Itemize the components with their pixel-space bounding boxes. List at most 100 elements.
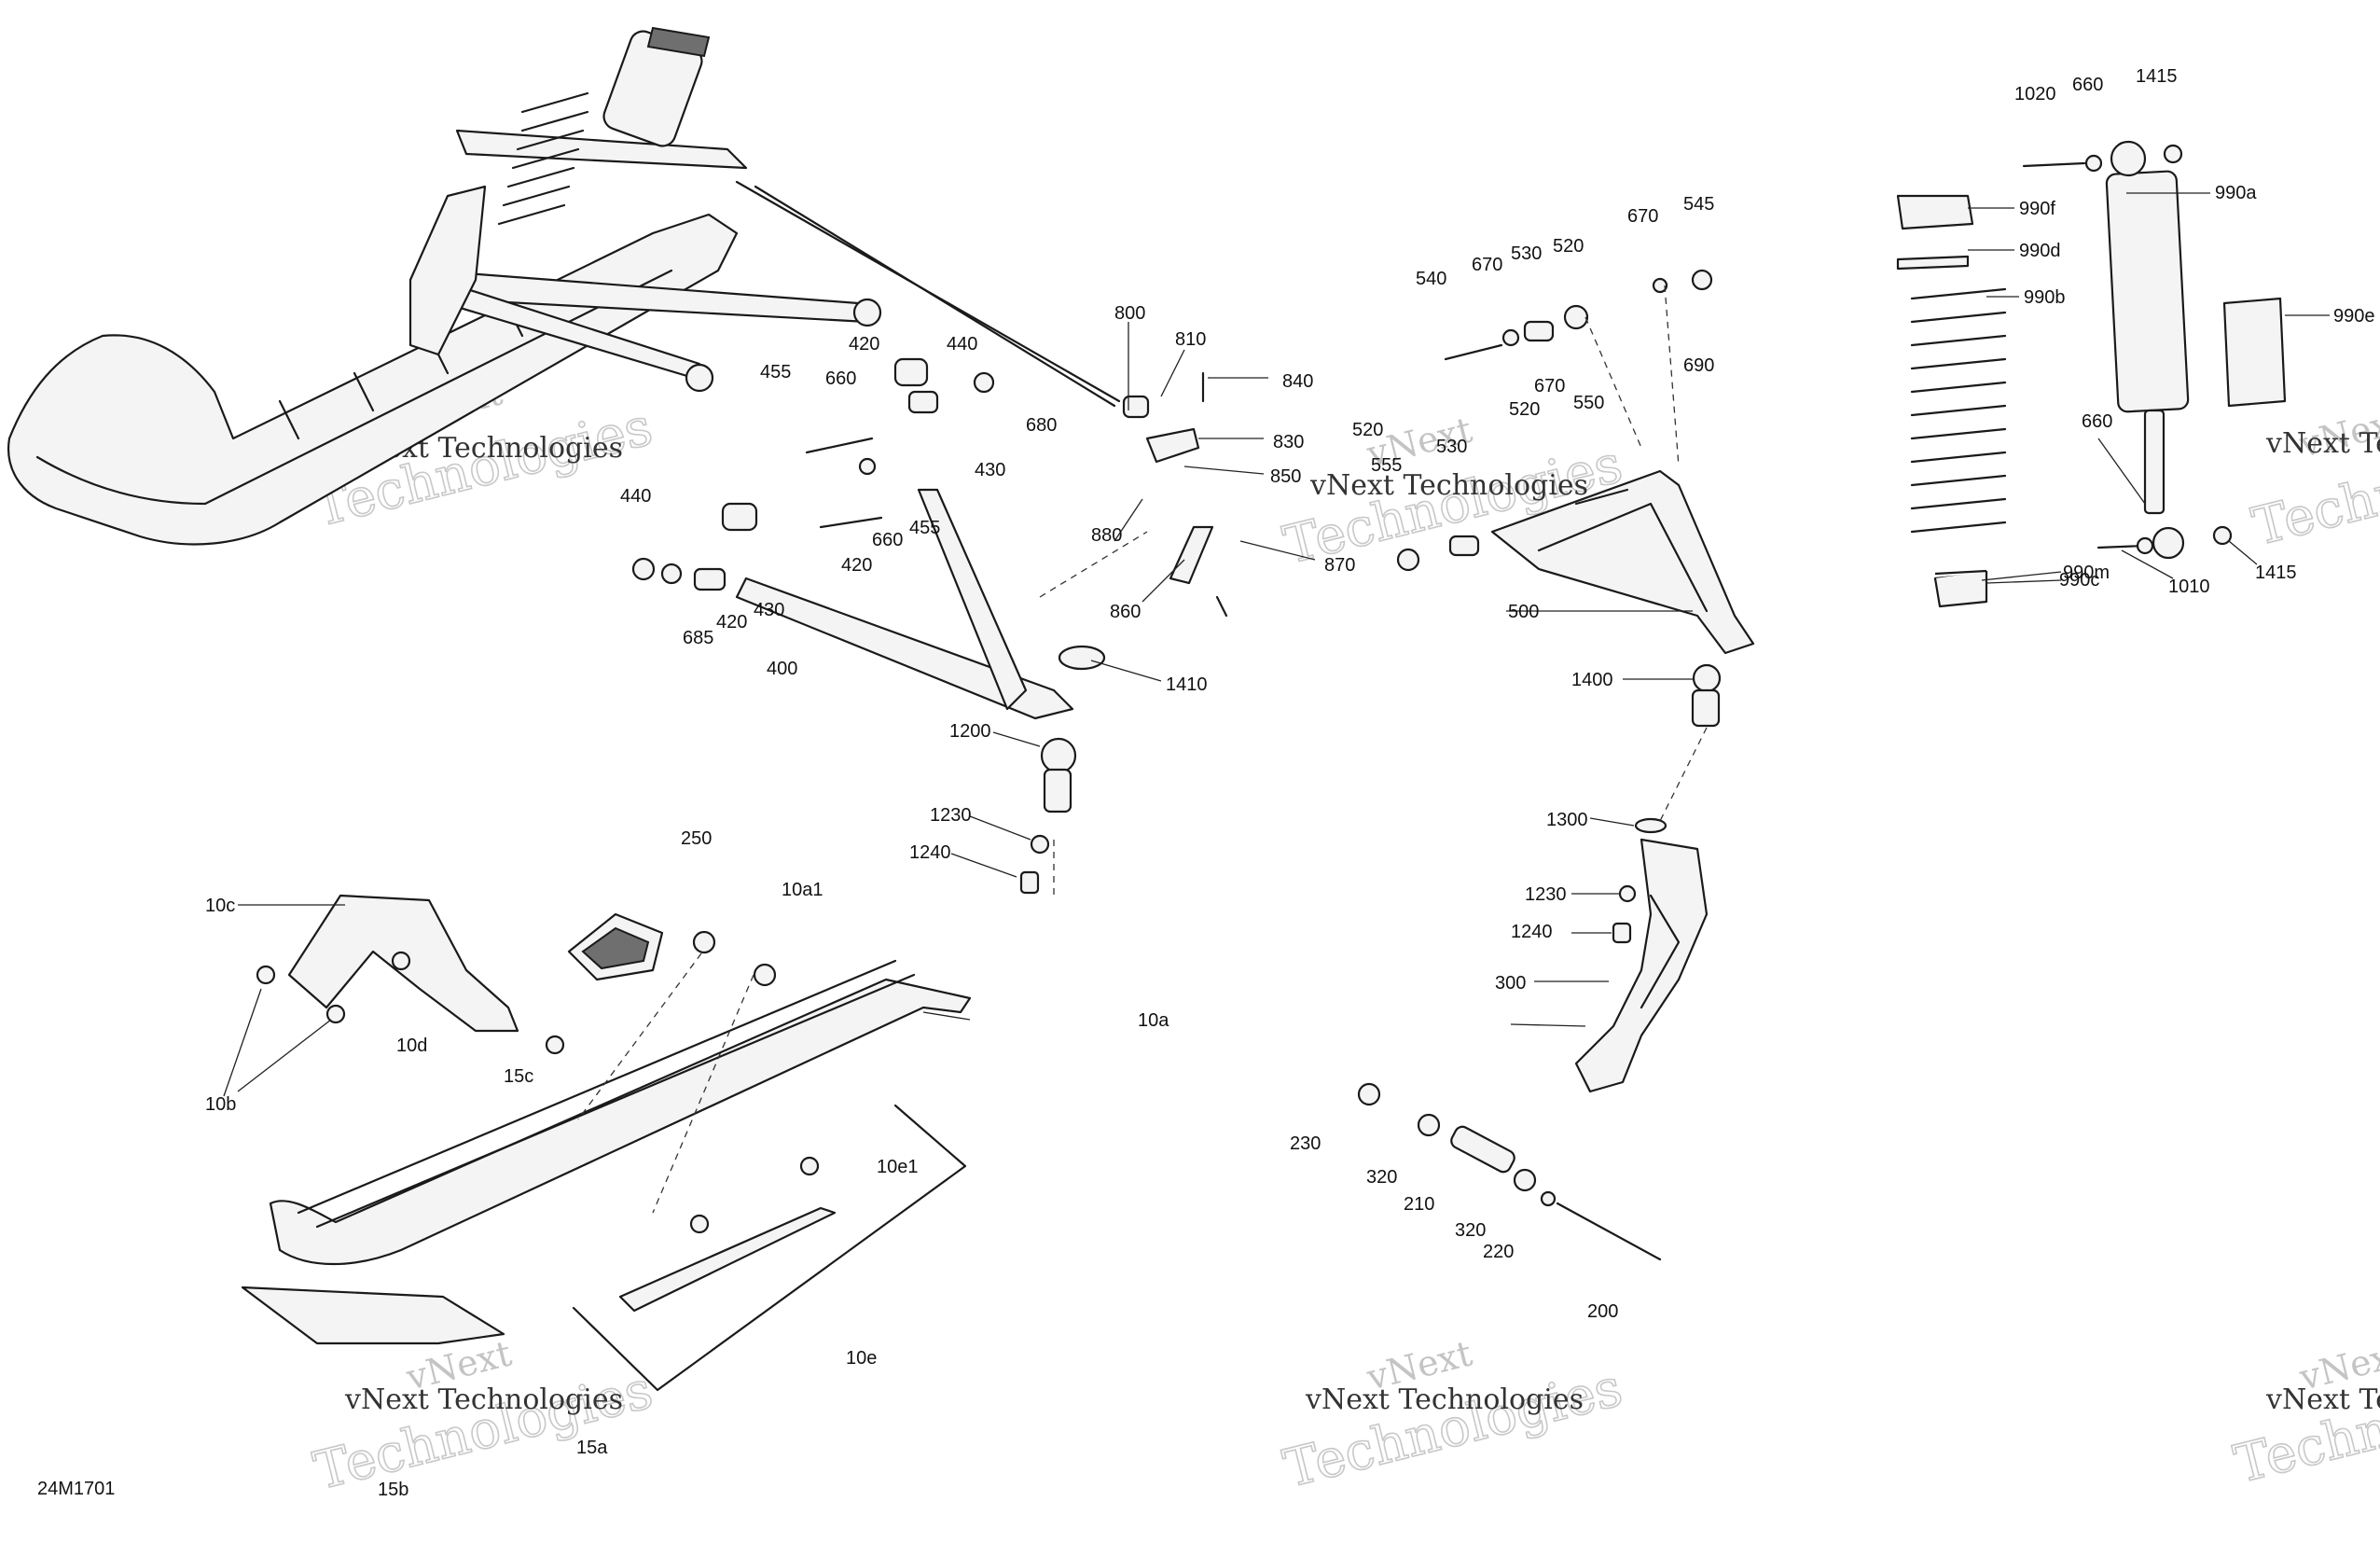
spring-seat-990f xyxy=(1896,194,1974,230)
part-label-1300: 1300 xyxy=(1546,810,1588,830)
part-label-690: 690 xyxy=(1683,355,1714,376)
assembled-spindle xyxy=(408,185,487,356)
bolt-200 xyxy=(1556,1202,1662,1261)
bushing-440 xyxy=(893,357,929,387)
part-label-1200: 1200 xyxy=(949,721,991,742)
part-label-990d: 990d xyxy=(2019,241,2061,261)
part-label-230: 230 xyxy=(1290,1133,1321,1154)
part-label-800: 800 xyxy=(1114,303,1145,324)
part-label-555: 555 xyxy=(1371,455,1402,476)
assembly-line xyxy=(1659,727,1708,822)
stabilizer-rod-800 xyxy=(754,185,1116,408)
a-arm-400-leg xyxy=(917,488,1028,711)
bolt-10b-b xyxy=(325,1004,346,1024)
assembled-bushing xyxy=(685,363,714,393)
washer-670-b xyxy=(1652,277,1668,294)
label-990e xyxy=(2222,297,2287,408)
bolt-550 xyxy=(1574,488,1629,506)
ski-10a-rail xyxy=(297,959,916,1229)
assembled-a-arm-upper xyxy=(455,129,748,170)
part-label-10e: 10e xyxy=(846,1348,877,1369)
a-arm-500-inner xyxy=(1537,502,1709,613)
leader-line xyxy=(1986,579,2062,584)
leader-line xyxy=(1183,466,1265,475)
ski-10a xyxy=(269,978,972,1266)
part-label-850: 850 xyxy=(1270,466,1301,487)
part-label-455-b: 455 xyxy=(909,518,940,538)
assembled-ski-edge xyxy=(35,269,673,506)
washer-680 xyxy=(973,371,995,394)
bracket-10e-outline xyxy=(572,1104,967,1392)
link-860 xyxy=(1169,525,1214,585)
nut-685 xyxy=(631,557,656,581)
part-label-1400: 1400 xyxy=(1571,670,1613,690)
shock-eye-bottom xyxy=(2152,526,2185,560)
part-label-500: 500 xyxy=(1508,602,1539,622)
part-label-520-c: 520 xyxy=(1352,420,1383,440)
ball-joint-1200 xyxy=(1040,737,1077,774)
assembly-line xyxy=(1039,531,1148,598)
part-label-10a1: 10a1 xyxy=(782,880,823,900)
nut-230 xyxy=(1357,1082,1381,1106)
ski-assembly-exploded xyxy=(241,894,972,1392)
part-label-210: 210 xyxy=(1404,1194,1434,1215)
leader-line xyxy=(992,731,1041,747)
bushing-430 xyxy=(907,390,939,414)
part-label-1415-bottom: 1415 xyxy=(2255,563,2297,583)
assembled-ski-rib xyxy=(278,297,524,440)
pin-1240 xyxy=(1019,870,1040,895)
leader-line xyxy=(223,988,262,1097)
bushing-530 xyxy=(1523,320,1555,342)
spring-seat-990c xyxy=(1933,569,1988,608)
part-label-1410: 1410 xyxy=(1166,674,1208,695)
washer-420 xyxy=(660,563,683,585)
part-label-520-b: 520 xyxy=(1509,399,1540,420)
nut-10a1 xyxy=(692,930,716,954)
bolt-10d-b xyxy=(545,1035,565,1055)
leader-line xyxy=(950,853,1017,878)
part-label-400: 400 xyxy=(767,659,797,679)
leader-line xyxy=(1142,559,1185,603)
shock-absorber-group xyxy=(1896,140,2287,608)
part-label-670: 670 xyxy=(1472,255,1502,275)
watermark-line3: Technologies xyxy=(1278,1357,1627,1500)
part-label-990a: 990a xyxy=(2215,183,2257,203)
a-arm-500 xyxy=(1490,469,1755,655)
bolt-455-b xyxy=(819,516,883,529)
washer-660-bottom xyxy=(2136,536,2154,555)
shock-rod xyxy=(2143,409,2166,515)
nut-10e1-b xyxy=(689,1214,710,1234)
spindle-300 xyxy=(1574,838,1709,1093)
part-label-1230: 1230 xyxy=(930,805,972,826)
nut-1230-r xyxy=(1618,884,1637,903)
part-label-830: 830 xyxy=(1273,432,1304,452)
watermark-line2: vNext Technologies xyxy=(2265,1383,2380,1416)
part-label-440: 440 xyxy=(947,334,977,354)
part-label-15c: 15c xyxy=(504,1066,533,1087)
part-label-990e: 990e xyxy=(2333,306,2375,327)
leader-line xyxy=(1160,349,1185,397)
part-label-680: 680 xyxy=(1026,415,1057,436)
part-label-10c: 10c xyxy=(205,896,235,916)
part-label-670-b: 670 xyxy=(1627,206,1658,227)
assembly-line xyxy=(577,952,702,1120)
part-label-860: 860 xyxy=(1110,602,1141,622)
part-label-990c: 990c xyxy=(2059,570,2099,591)
bushing-530-b xyxy=(1448,535,1480,557)
nut-545 xyxy=(1691,269,1713,291)
part-label-1415-top: 1415 xyxy=(2136,66,2178,87)
part-label-545: 545 xyxy=(1683,194,1714,215)
spring-990b xyxy=(1910,287,2007,534)
part-label-10a: 10a xyxy=(1138,1010,1169,1031)
part-label-430-b: 430 xyxy=(754,600,784,620)
part-label-540: 540 xyxy=(1416,269,1446,289)
leader-line xyxy=(237,1019,332,1092)
assembled-bushing xyxy=(852,298,882,327)
nut-520 xyxy=(1563,304,1589,330)
part-label-660-b: 660 xyxy=(872,530,903,550)
nut-1230 xyxy=(1030,834,1050,855)
leader-line xyxy=(1114,498,1143,542)
nut-1415-top xyxy=(2163,144,2183,164)
part-label-990f: 990f xyxy=(2019,199,2055,219)
a-arm-400 xyxy=(735,577,1074,720)
